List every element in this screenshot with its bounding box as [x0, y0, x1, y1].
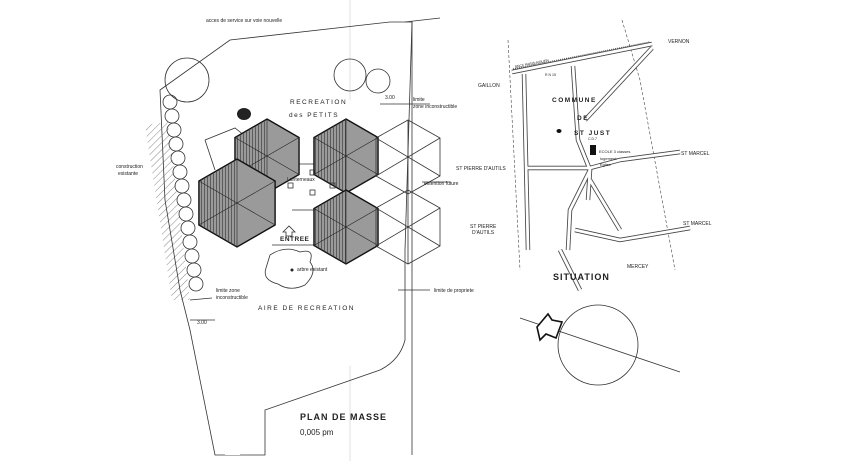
roof-ridge	[313, 137, 347, 157]
limit-label-left-2: inconstructible	[216, 295, 248, 301]
future-extension-outline	[375, 119, 441, 265]
church-label: Eglise	[600, 162, 612, 167]
limit-label-top-2: zone inconstructible	[413, 104, 457, 110]
cd-label: C.D.7	[588, 137, 597, 141]
situation-title: SITUATION	[553, 272, 610, 282]
entrance-arrow-icon	[282, 225, 296, 237]
service-access-label: acces de service sur voie nouvelle	[206, 18, 282, 24]
dimension-left: 3.00	[197, 320, 207, 326]
school-marker	[590, 145, 596, 155]
limit-label-top-1: limite	[413, 97, 425, 103]
vernon-label: VERNON	[668, 39, 690, 45]
roof-ridge	[236, 202, 276, 226]
st-just-label: ST JUST	[574, 130, 611, 137]
future-extension-label: extention future	[424, 181, 459, 187]
housing-label: logement	[600, 156, 617, 161]
st-pierre-label-1: ST PIERRE D'AUTILS	[456, 166, 506, 172]
roof-ridge	[345, 226, 379, 246]
road-label: R N 15	[545, 73, 556, 77]
existing-construction	[145, 122, 190, 300]
play-area-label: AIRE DE RECREATION	[258, 305, 355, 312]
property-limit-label: limite de propriete	[434, 288, 474, 294]
roof-slope	[198, 159, 237, 247]
roof-ridge	[345, 137, 379, 157]
roof-ridge	[313, 155, 347, 175]
st-pierre-label-2a: ST PIERRE	[470, 224, 497, 230]
shrub	[237, 108, 251, 120]
existing-building-label-2: existante	[118, 171, 138, 177]
roof-ridge	[266, 155, 300, 175]
roof-ridge	[313, 208, 347, 228]
existing-tree-outline	[264, 248, 314, 289]
landmark-marker	[556, 129, 562, 133]
de-label: DE	[577, 115, 589, 122]
st-pierre-label-2b: D'AUTILS	[472, 230, 495, 236]
skylights-label: Lanterneaux	[287, 177, 315, 183]
railway-label: SNCF PARIS-ROUEN	[514, 58, 549, 69]
recreation-title: RECREATION	[290, 99, 347, 106]
gaillon-label: GAILLON	[478, 83, 500, 89]
roof-ridge	[313, 226, 347, 246]
mercey-label: MERCEY	[627, 264, 649, 270]
roof-ridge	[345, 208, 379, 228]
roof-ridge	[236, 180, 276, 204]
limit-label-left-1: limite zone	[216, 288, 240, 294]
existing-building-label-1: construction	[116, 164, 143, 170]
existing-tree-label: arbre existant	[297, 267, 328, 273]
roof-ridge	[234, 137, 268, 157]
classroom-pavilions	[198, 118, 379, 265]
recreation-subtitle: des PETITS	[289, 112, 339, 119]
commune-label: COMMUNE	[552, 97, 597, 104]
tree-row	[162, 57, 391, 292]
school-label: ECOLE 3 classes	[599, 149, 630, 154]
roof-slope	[313, 190, 346, 264]
property-boundary	[159, 21, 413, 456]
skylight-markers	[287, 169, 336, 196]
roof-slope	[313, 119, 346, 193]
st-marcel-label-1: ST MARCEL	[681, 151, 710, 157]
north-arrow-icon	[536, 312, 564, 342]
plan-title: PLAN DE MASSE	[300, 412, 387, 422]
st-marcel-label-2: ST MARCEL	[683, 221, 712, 227]
roof-ridge	[266, 137, 300, 157]
roads	[511, 41, 691, 292]
roof-ridge	[198, 202, 238, 226]
roof-ridge	[345, 155, 379, 175]
plan-scale: 0,005 pm	[300, 428, 334, 437]
orientation-diagram	[519, 304, 681, 386]
dimension-top: 3.00	[385, 95, 395, 101]
site-plan: acces de service sur voie nouvelle RECRE…	[116, 17, 474, 456]
entrance-label: ENTREE	[280, 236, 310, 243]
roof-ridge	[198, 180, 238, 204]
situation-map: SNCF PARIS-ROUEN R N 15 VERNON GAILLON C…	[456, 19, 712, 292]
